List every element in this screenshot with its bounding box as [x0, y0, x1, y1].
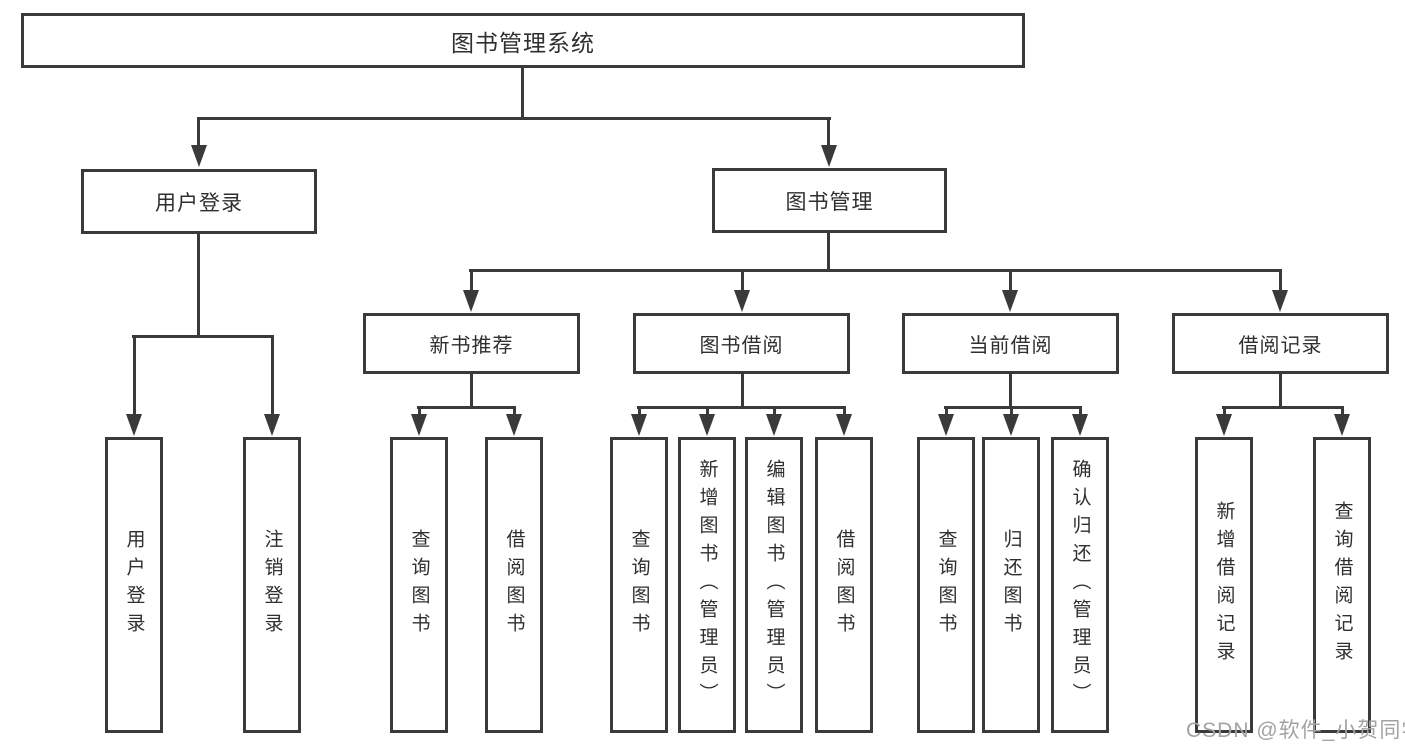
node-library-management-system: 图书管理系统: [21, 13, 1025, 68]
connector-line: [944, 406, 1082, 409]
node-label: 图书借阅: [699, 335, 784, 357]
node-label: 借阅记录: [1238, 335, 1323, 357]
node-label: 查询图书: [935, 529, 957, 641]
arrow-down-icon: [1072, 414, 1088, 436]
connector-line: [1079, 406, 1082, 417]
node-label: 新书推荐: [429, 335, 514, 357]
arrow-down-icon: [631, 414, 647, 436]
leaf-add-borrow-record: 新增借阅记录: [1195, 437, 1253, 733]
arrow-down-icon: [821, 145, 837, 167]
node-book-management: 图书管理: [712, 168, 947, 233]
node-label: 图书管理系统: [451, 29, 595, 56]
leaf-return-books: 归还图书: [982, 437, 1040, 733]
leaf-borrow-books-borrowing: 借阅图书: [815, 437, 873, 733]
node-label: 编辑图书（管理员）: [763, 459, 785, 711]
arrow-down-icon: [463, 290, 479, 312]
connector-line: [827, 233, 830, 272]
leaf-borrow-books-newbooks: 借阅图书: [485, 437, 543, 733]
node-label: 归还图书: [1000, 529, 1022, 641]
node-label: 新增借阅记录: [1213, 501, 1235, 669]
connector-line: [1009, 269, 1012, 295]
connector-line: [470, 269, 473, 295]
leaf-edit-books-admin: 编辑图书（管理员）: [745, 437, 803, 733]
connector-line: [197, 117, 831, 120]
node-new-book-recommendation: 新书推荐: [363, 313, 580, 374]
connector-line: [1010, 406, 1013, 417]
arrow-down-icon: [1003, 414, 1019, 436]
arrow-down-icon: [1216, 414, 1232, 436]
leaf-query-books-current: 查询图书: [917, 437, 975, 733]
connector-line: [1341, 406, 1344, 417]
arrow-down-icon: [699, 414, 715, 436]
connector-line: [271, 335, 274, 417]
connector-line: [638, 406, 641, 417]
connector-line: [843, 406, 846, 417]
connector-line: [1222, 406, 1344, 409]
arrow-down-icon: [836, 414, 852, 436]
node-label: 确认归还（管理员）: [1069, 459, 1091, 711]
leaf-query-books-borrowing: 查询图书: [610, 437, 668, 733]
node-label: 用户登录: [155, 191, 243, 215]
leaf-add-books-admin: 新增图书（管理员）: [678, 437, 736, 733]
node-label: 查询借阅记录: [1331, 501, 1353, 669]
connector-line: [417, 406, 516, 409]
arrow-down-icon: [766, 414, 782, 436]
connector-line: [741, 269, 744, 295]
connector-line: [513, 406, 516, 417]
node-user-login: 用户登录: [81, 169, 317, 234]
arrow-down-icon: [126, 414, 142, 436]
node-label: 注销登录: [261, 529, 283, 641]
connector-line: [1009, 373, 1012, 409]
leaf-user-login: 用户登录: [105, 437, 163, 733]
leaf-confirm-return-admin: 确认归还（管理员）: [1051, 437, 1109, 733]
node-label: 借阅图书: [503, 529, 525, 641]
connector-line: [1279, 373, 1282, 409]
node-label: 用户登录: [123, 529, 145, 641]
connector-line: [132, 335, 274, 338]
node-current-borrowing: 当前借阅: [902, 313, 1119, 374]
connector-line: [773, 406, 776, 417]
connector-line: [521, 68, 524, 120]
node-label: 借阅图书: [833, 529, 855, 641]
node-label: 新增图书（管理员）: [696, 459, 718, 711]
connector-line: [1279, 269, 1282, 295]
connector-line: [469, 269, 1282, 272]
leaf-query-books-newbooks: 查询图书: [390, 437, 448, 733]
arrow-down-icon: [191, 145, 207, 167]
node-borrowing-records: 借阅记录: [1172, 313, 1389, 374]
node-label: 当前借阅: [968, 335, 1053, 357]
leaf-query-borrow-record: 查询借阅记录: [1313, 437, 1371, 733]
leaf-logout: 注销登录: [243, 437, 301, 733]
arrow-down-icon: [411, 414, 427, 436]
connector-line: [197, 117, 200, 149]
connector-line: [741, 373, 744, 409]
connector-line: [470, 373, 473, 409]
arrow-down-icon: [1334, 414, 1350, 436]
arrow-down-icon: [506, 414, 522, 436]
connector-line: [945, 406, 948, 417]
csdn-watermark: CSDN @软件_小贺同学: [1186, 719, 1405, 742]
arrow-down-icon: [1272, 290, 1288, 312]
node-label: 查询图书: [408, 529, 430, 641]
connector-line: [827, 117, 830, 149]
connector-line: [637, 406, 846, 409]
connector-line: [197, 234, 200, 337]
connector-line: [1223, 406, 1226, 417]
arrow-down-icon: [1002, 290, 1018, 312]
node-book-borrowing: 图书借阅: [633, 313, 850, 374]
node-label: 图书管理: [785, 190, 874, 214]
connector-line: [133, 335, 136, 417]
arrow-down-icon: [734, 290, 750, 312]
node-label: 查询图书: [628, 529, 650, 641]
connector-line: [706, 406, 709, 417]
connector-line: [418, 406, 421, 417]
arrow-down-icon: [264, 414, 280, 436]
arrow-down-icon: [938, 414, 954, 436]
